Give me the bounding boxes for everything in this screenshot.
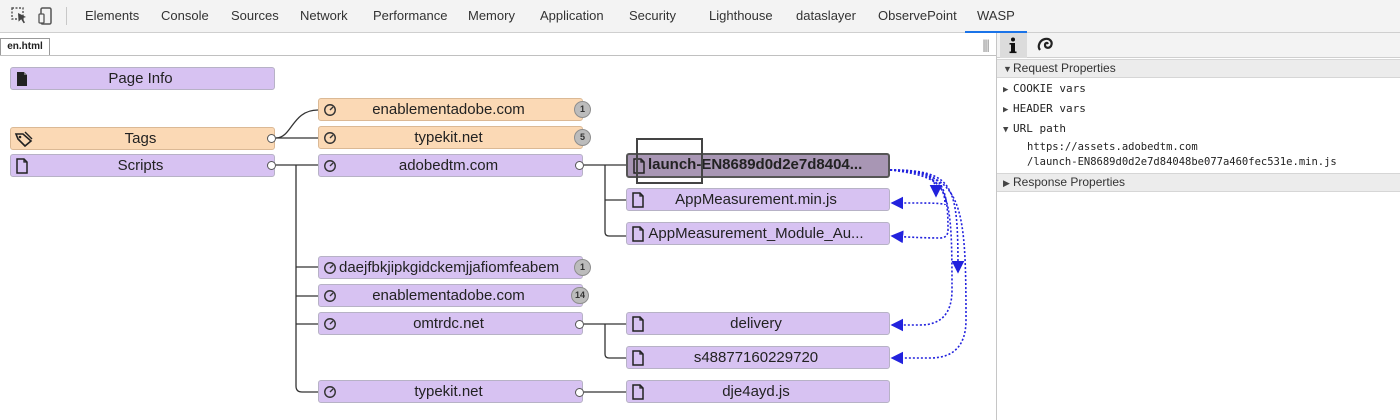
domain-label: typekit.net [414, 383, 483, 400]
document-icon [632, 384, 644, 400]
document-icon [633, 158, 645, 174]
scripts-port[interactable] [267, 161, 276, 170]
toolbar-separator [66, 7, 67, 25]
domain-node-typekit-tags[interactable]: typekit.net 5 [318, 126, 591, 149]
devtools-tab-bar: Elements Console Sources Network Perform… [0, 0, 1400, 33]
gauge-icon [324, 386, 336, 398]
tab-network[interactable]: Network [300, 8, 348, 23]
count-badge: 1 [574, 259, 591, 276]
tab-observepoint[interactable]: ObservePoint [878, 8, 957, 23]
gauge-icon [324, 160, 336, 172]
tag-icon [14, 131, 33, 148]
url-path-row[interactable]: ▼ URL path [1003, 122, 1066, 137]
tab-lighthouse[interactable]: Lighthouse [709, 8, 773, 23]
gauge-icon [324, 132, 336, 144]
gauge-icon [324, 262, 336, 274]
collapsed-triangle-icon: ▶ [1003, 85, 1009, 95]
file-node-s48877160229720[interactable]: s48877160229720 [626, 346, 890, 369]
domain-label: daejfbkjipkgidckemjjafiomfeabem [339, 259, 560, 276]
document-icon [632, 192, 644, 208]
page-info-node[interactable]: Page Info [10, 67, 275, 90]
file-label: AppMeasurement_Module_Au... [648, 225, 864, 242]
highlight-box [636, 138, 703, 184]
expanded-triangle-icon: ▼ [1003, 125, 1009, 135]
domain-node-typekit-scripts[interactable]: typekit.net [318, 380, 583, 403]
file-node-appmeasurement[interactable]: AppMeasurement.min.js [626, 188, 890, 211]
omtrdc-port[interactable] [575, 320, 584, 329]
count-badge: 1 [574, 101, 591, 118]
scripts-node[interactable]: Scripts [10, 154, 275, 177]
tab-console[interactable]: Console [161, 8, 209, 23]
document-icon [632, 316, 644, 332]
domain-node-enablementadobe-scripts[interactable]: enablementadobe.com 14 [318, 284, 590, 307]
gauge-icon [324, 318, 336, 330]
device-toggle-icon[interactable] [36, 6, 56, 26]
panel-splitter[interactable] [996, 33, 997, 420]
tab-memory[interactable]: Memory [468, 8, 515, 23]
splitter-grip[interactable]: ||| [982, 38, 990, 52]
header-vars-label: HEADER vars [1013, 102, 1086, 115]
response-properties-label: Response Properties [1013, 175, 1126, 189]
domain-label: adobedtm.com [398, 157, 499, 174]
collapsed-triangle-icon: ▶ [1003, 105, 1009, 115]
filter-icon[interactable] [1036, 35, 1056, 55]
document-icon [16, 158, 28, 174]
tags-port[interactable] [267, 134, 276, 143]
file-node-appmeasurement-module[interactable]: AppMeasurement_Module_Au... [626, 222, 890, 245]
domain-node-daejf[interactable]: daejfbkjipkgidckemjjafiomfeabem 1 [318, 256, 591, 279]
file-tab-divider [0, 55, 996, 56]
inspect-cursor-icon[interactable] [10, 6, 30, 26]
page-info-label: Page Info [108, 70, 173, 87]
info-tab[interactable] [1000, 33, 1027, 58]
tab-performance[interactable]: Performance [373, 8, 448, 23]
file-label: AppMeasurement.min.js [675, 191, 837, 208]
document-icon [632, 226, 644, 242]
domain-label: enablementadobe.com [372, 101, 525, 118]
domain-node-omtrdc[interactable]: omtrdc.net [318, 312, 583, 335]
typekit-port[interactable] [575, 388, 584, 397]
document-icon [632, 350, 644, 366]
file-node-delivery[interactable]: delivery [626, 312, 890, 335]
domain-label: typekit.net [414, 129, 483, 146]
file-tab[interactable]: en.html [0, 38, 50, 55]
tab-security[interactable]: Security [629, 8, 676, 23]
tab-application[interactable]: Application [540, 8, 604, 23]
cookie-vars-label: COOKIE vars [1013, 82, 1086, 95]
adobedtm-port[interactable] [575, 161, 584, 170]
info-icon [1009, 37, 1017, 54]
properties-toolbar [997, 33, 1400, 58]
file-node-dje4ayd[interactable]: dje4ayd.js [626, 380, 890, 403]
domain-label: omtrdc.net [413, 315, 484, 332]
scripts-label: Scripts [117, 157, 164, 174]
response-properties-header[interactable]: ▶Response Properties [997, 173, 1400, 192]
url-path-file: /launch-EN8689d0d2e7d84048be077a460fec53… [1027, 156, 1337, 168]
cookie-vars-row[interactable]: ▶ COOKIE vars [1003, 82, 1086, 97]
url-path-label: URL path [1013, 122, 1066, 135]
collapsed-triangle-icon: ▶ [1003, 178, 1010, 188]
tab-sources[interactable]: Sources [231, 8, 279, 23]
request-properties-label: Request Properties [1013, 61, 1116, 75]
tab-elements[interactable]: Elements [85, 8, 140, 23]
count-badge: 5 [574, 129, 591, 146]
gauge-icon [324, 290, 336, 302]
domain-label: enablementadobe.com [372, 287, 525, 304]
domain-node-adobedtm[interactable]: adobedtm.com [318, 154, 583, 177]
file-label: delivery [730, 315, 782, 332]
tags-label: Tags [124, 130, 157, 147]
count-badge: 14 [571, 287, 590, 304]
file-label: dje4ayd.js [722, 383, 790, 400]
tab-wasp[interactable]: WASP [965, 0, 1027, 33]
tree-connectors [275, 109, 967, 393]
header-vars-row[interactable]: ▶ HEADER vars [1003, 102, 1086, 117]
request-properties-header[interactable]: ▼Request Properties [997, 59, 1400, 78]
tab-dataslayer[interactable]: dataslayer [796, 8, 856, 23]
domain-node-enablementadobe-tags[interactable]: enablementadobe.com 1 [318, 98, 591, 121]
tags-node[interactable]: Tags [10, 127, 275, 150]
expanded-triangle-icon: ▼ [1003, 64, 1012, 74]
gauge-icon [324, 104, 336, 116]
file-label: s48877160229720 [693, 349, 819, 366]
document-icon [17, 72, 27, 86]
url-path-host: https://assets.adobedtm.com [1027, 141, 1198, 153]
